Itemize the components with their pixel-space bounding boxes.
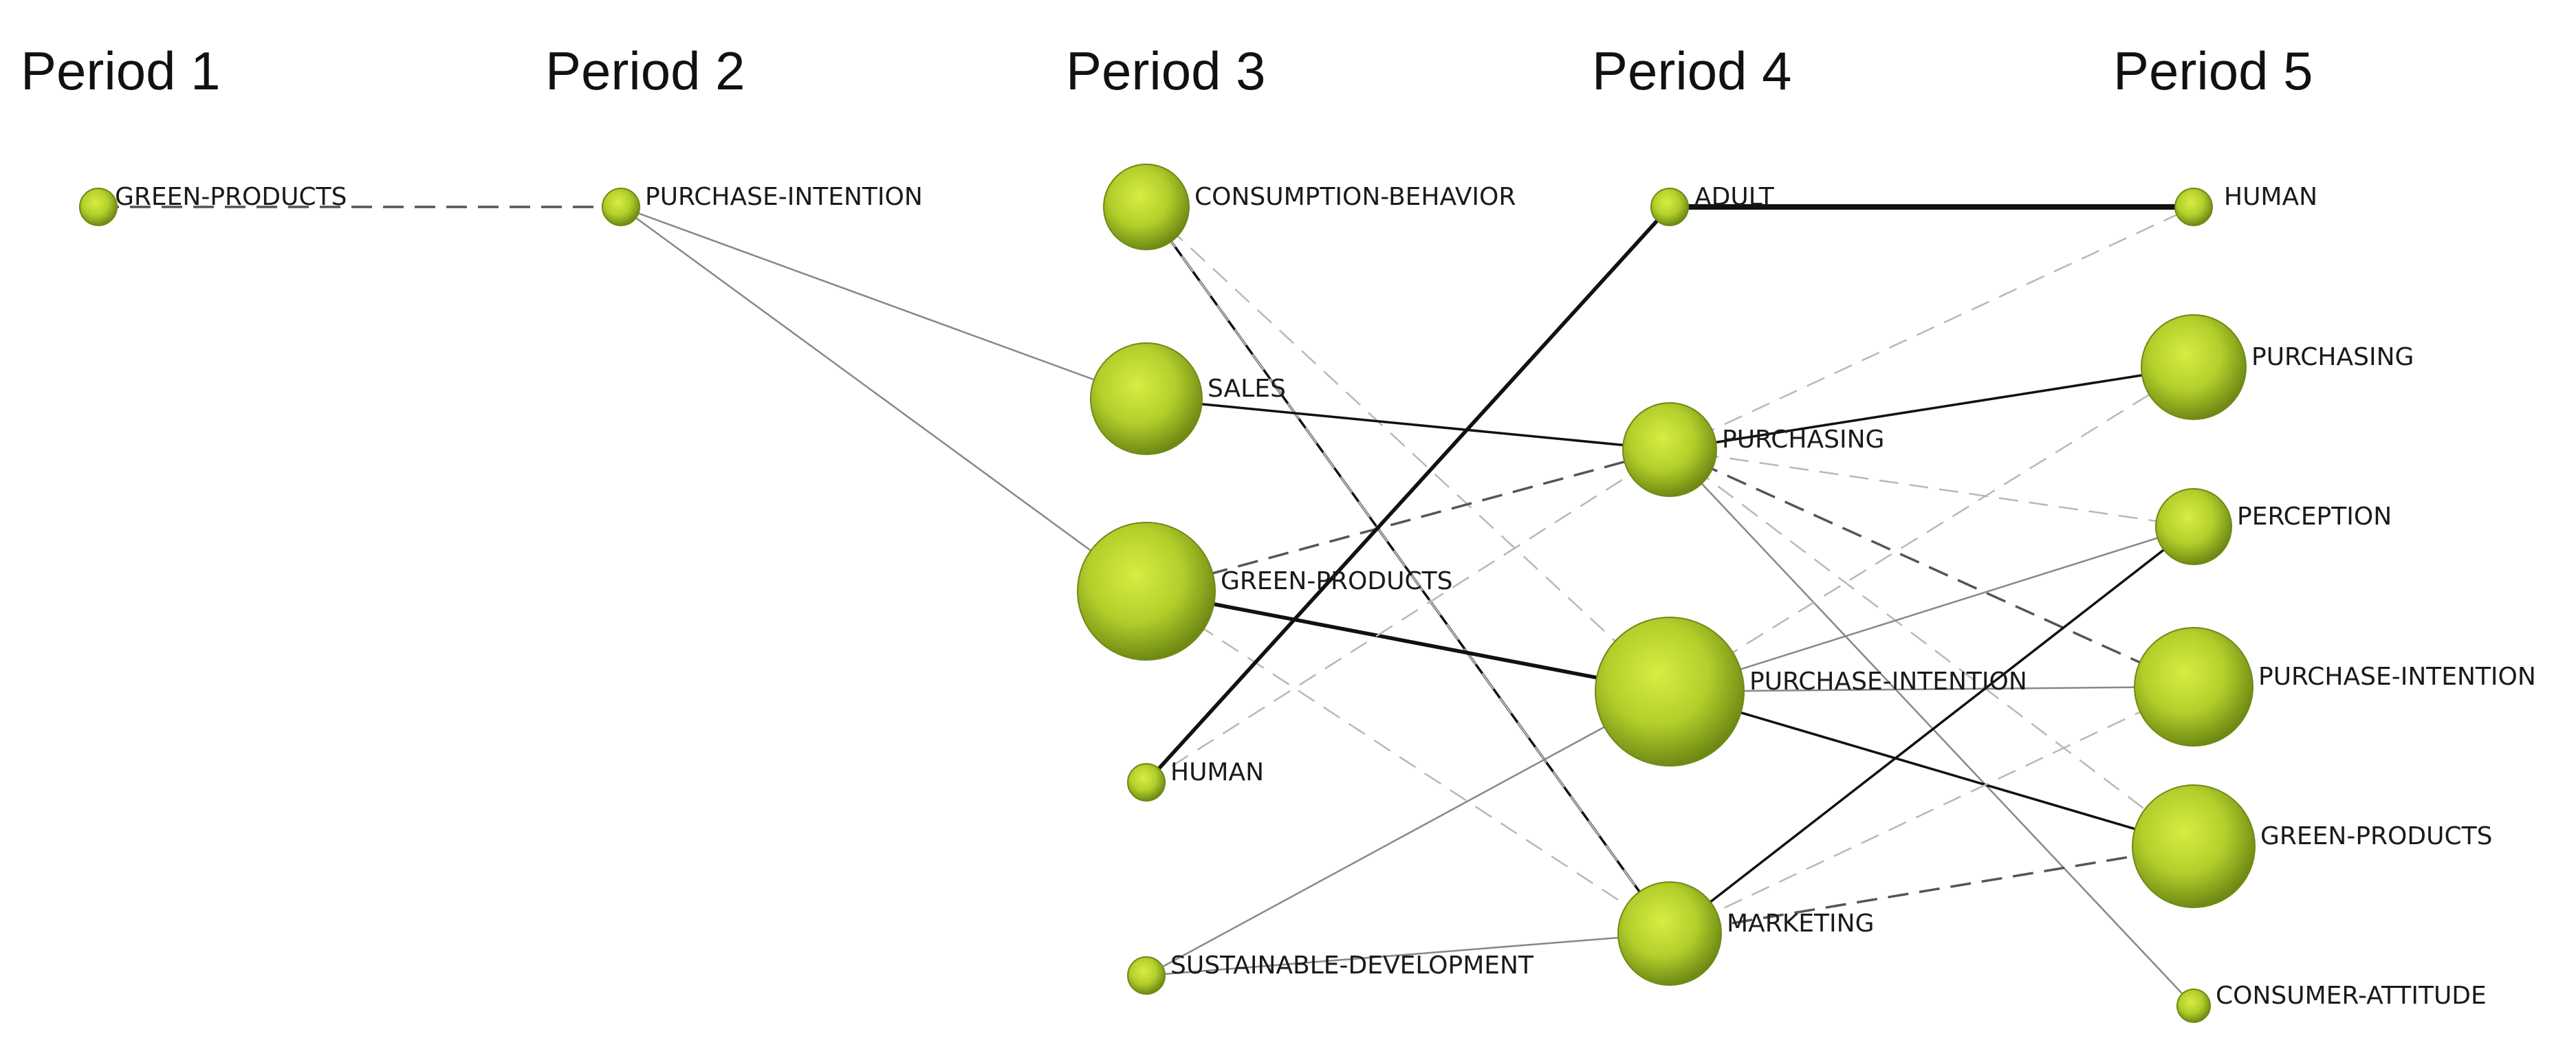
edge-p4_purchasing-to-p5_purchase_intention	[1669, 448, 2194, 688]
period-4-title: Period 4	[1592, 41, 1792, 101]
edge-p4_purchasing-to-p5_green_products	[1669, 449, 2194, 847]
node-label-p3-green-products: GREEN-PRODUCTS	[1221, 567, 1452, 595]
edge-p3_green_products-to-p4_purchasing	[1146, 448, 1670, 593]
edge-p3_sustainable_development-to-p4_purchase_intention	[1146, 690, 1670, 977]
node-p3-consumption-behavior[interactable]	[1103, 164, 1190, 250]
node-label-p5-consumer-attitude: CONSUMER-ATTITUDE	[2216, 982, 2487, 1010]
node-p5-purchasing[interactable]	[2141, 314, 2247, 420]
node-p5-green-products[interactable]	[2132, 784, 2256, 908]
edge-p4_purchase_intention-to-p5_perception	[1669, 525, 2194, 693]
node-label-p5-green-products: GREEN-PRODUCTS	[2260, 822, 2492, 850]
edge-p4_purchase_intention-to-p5_purchase_intention	[1669, 685, 2194, 693]
node-p3-sustainable-development[interactable]	[1127, 956, 1166, 995]
node-p5-human[interactable]	[2174, 188, 2213, 226]
edge-p4_marketing-to-p5_green_products	[1669, 845, 2194, 935]
period-5-title: Period 5	[2113, 41, 2313, 101]
node-label-p3-consumption-behavior: CONSUMPTION-BEHAVIOR	[1194, 183, 1516, 211]
edge-p4_marketing-to-p5_perception	[1668, 525, 2195, 935]
node-label-p2-purchase-intention: PURCHASE-INTENTION	[645, 183, 923, 211]
edge-p4_purchase_intention-to-p5_purchasing	[1669, 366, 2194, 693]
node-label-p3-human: HUMAN	[1170, 758, 1264, 786]
edge-p4_purchasing-to-p5_human	[1669, 206, 2194, 451]
edge-p4_purchase_intention-to-p5_green_products	[1669, 690, 2194, 848]
node-p4-purchasing[interactable]	[1622, 402, 1717, 497]
node-label-p1-green-products: GREEN-PRODUCTS	[115, 183, 347, 211]
nodes-layer	[79, 164, 2256, 1023]
period-2-title: Period 2	[545, 41, 745, 101]
node-p5-consumer-attitude[interactable]	[2176, 989, 2211, 1023]
edges-layer	[98, 204, 2195, 1006]
node-label-p4-purchase-intention: PURCHASE-INTENTION	[1749, 668, 2027, 696]
edge-p4_purchasing-to-p5_perception	[1669, 448, 2194, 528]
edge-p3_human-to-p4_purchasing	[1146, 448, 1670, 784]
edge-p3_sustainable_development-to-p4_marketing	[1146, 932, 1670, 977]
edge-p3_human-to-p4_adult	[1144, 206, 1672, 784]
node-label-p3-sustainable-development: SUSTAINABLE-DEVELOPMENT	[1170, 951, 1534, 980]
period-headers: Period 1 Period 2 Period 3 Period 4 Peri…	[21, 41, 2313, 101]
node-label-p3-sales: SALES	[1208, 375, 1286, 403]
node-p4-marketing[interactable]	[1617, 881, 1722, 986]
node-label-p4-adult: ADULT	[1694, 183, 1775, 211]
node-p1-green-products[interactable]	[79, 188, 118, 226]
node-label-p5-purchasing: PURCHASING	[2251, 343, 2414, 371]
edge-p4_marketing-to-p5_purchase_intention	[1669, 685, 2194, 935]
edge-p3_sales-to-p4_purchasing	[1146, 397, 1670, 451]
edge-p2_purchase_intention-to-p3_green_products	[620, 206, 1147, 593]
edge-p3_consumption_behavior-to-p4_purchase_intention	[1146, 206, 1670, 692]
node-p5-perception[interactable]	[2155, 488, 2232, 565]
period-1-title: Period 1	[21, 41, 221, 101]
node-p3-sales[interactable]	[1090, 342, 1203, 455]
node-label-p4-purchasing: PURCHASING	[1722, 426, 1884, 454]
edge-p3_consumption_behavior-to-p4_marketing	[1145, 206, 1671, 935]
edge-p3_green_products-to-p4_purchase_intention	[1146, 589, 1670, 694]
edge-p2_purchase_intention-to-p3_sales	[620, 206, 1147, 400]
node-p4-purchase-intention[interactable]	[1595, 617, 1745, 767]
node-label-p5-human: HUMAN	[2224, 183, 2317, 211]
labels-layer: GREEN-PRODUCTS PURCHASE-INTENTION CONSUMPT…	[115, 183, 2536, 1010]
edge-p4_purchasing-to-p5_consumer_attitude	[1669, 449, 2194, 1006]
node-label-p4-marketing: MARKETING	[1727, 910, 1875, 938]
edge-p3_green_products-to-p4_marketing	[1146, 590, 1670, 935]
node-label-p5-perception: PERCEPTION	[2237, 503, 2392, 531]
edge-p4_purchasing-to-p5_purchasing	[1669, 366, 2194, 451]
node-p5-purchase-intention[interactable]	[2134, 627, 2253, 747]
node-p3-human[interactable]	[1127, 763, 1166, 802]
node-p3-green-products[interactable]	[1077, 522, 1216, 661]
period-3-title: Period 3	[1066, 41, 1266, 101]
node-p2-purchase-intention[interactable]	[602, 188, 640, 226]
node-p4-adult[interactable]	[1650, 188, 1689, 226]
node-label-p5-purchase-intention: PURCHASE-INTENTION	[2258, 663, 2536, 691]
